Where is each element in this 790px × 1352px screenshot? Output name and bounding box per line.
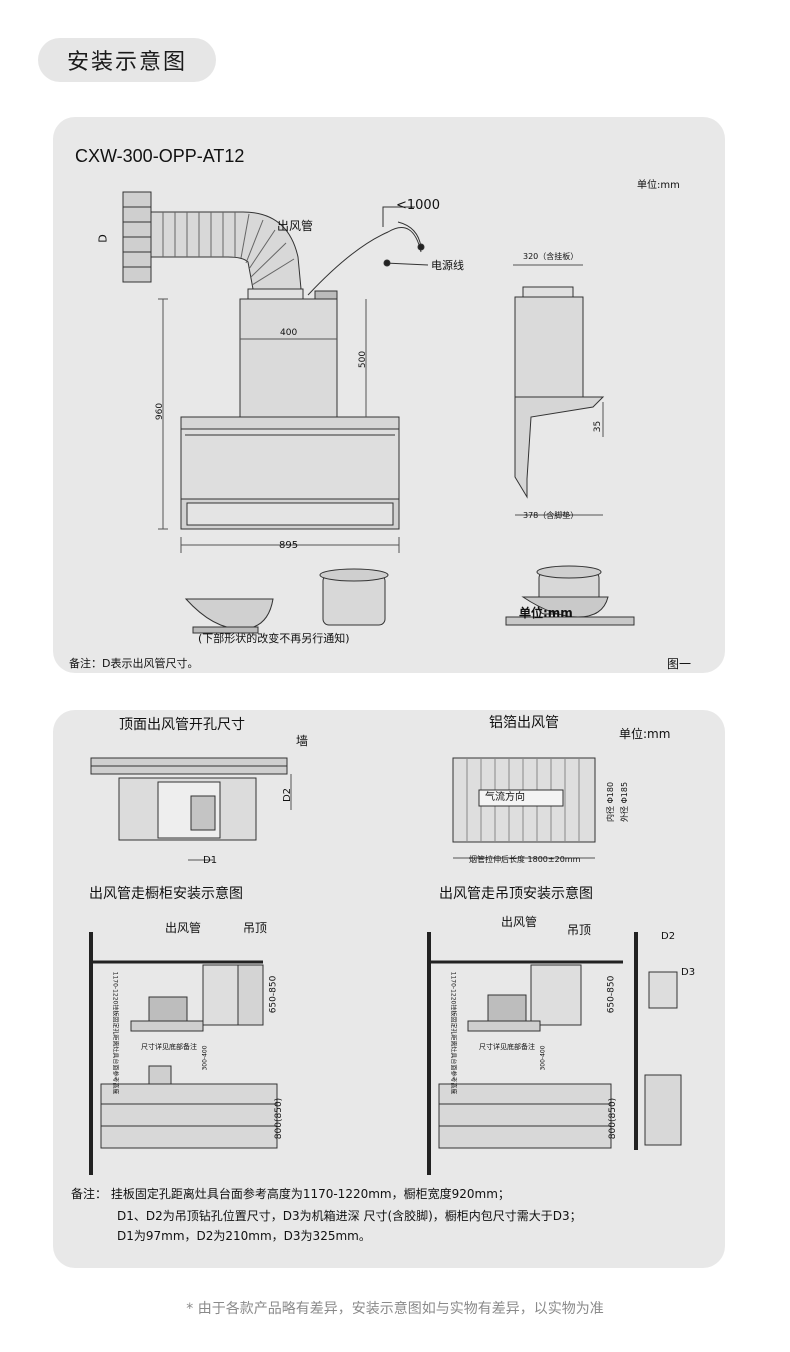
shape-notice: (下部形状的改变不再另行通知) [198,632,350,645]
cabinet-route-title: 出风管走橱柜安装示意图 [89,886,243,902]
dim-1170-left: 1170-1220挂板固定孔距离灶具台面参考高度 [111,971,119,1095]
hood-dimension-drawing [122,191,635,634]
dim-300-400-right: 300-400 [539,1045,547,1071]
d-label: D [96,234,110,243]
top-opening-title: 顶面出风管开孔尺寸 [119,717,245,733]
power-cable-label: 电源线 [431,259,464,272]
dim-500: 500 [358,350,369,369]
d2-ceiling-label: D2 [661,931,676,942]
dim-35: 35 [593,420,604,433]
size-note-left: 尺寸详见底部备注 [141,1043,197,1051]
dim-650-850-left: 650-850 [268,975,279,1014]
note-line-1: 备注： 挂板固定孔距离灶具台面参考高度为1170-1220mm，橱柜宽度920m… [71,1187,510,1201]
dim-800-right: 800(850) [608,1097,619,1140]
ceiling-label-left: 吊顶 [243,921,268,935]
angle-label: <1000 [396,198,440,213]
dim-400: 400 [280,328,298,338]
duct-label: 出风管 [277,219,314,233]
dim-650-850-right: 650-850 [606,975,617,1014]
airflow-label: 气流方向 [485,792,525,803]
figure-label: 图一 [667,657,692,671]
unit-overlap-label: 单位:mm [519,606,573,620]
foil-duct-title: 铝箔出风管 [489,715,559,731]
ceiling-route-title: 出风管走吊顶安装示意图 [439,886,593,902]
unit-label-2: 单位:mm [619,727,671,741]
dim-800-left: 800(850) [274,1097,285,1140]
section-title: 安装示意图 [38,38,216,82]
outer-diameter: 外径 Φ185 [620,781,630,823]
dim-895: 895 [279,540,299,551]
note-line-3: D1为97mm，D2为210mm，D3为325mm。 [117,1229,371,1243]
installation-diagram-panel: CXW-300-OPP-AT12 单位:mm D 出风管 <1000 电源线 4… [53,117,725,673]
d2-label: D2 [282,787,294,803]
disclaimer: * 由于各款产品略有差异，安装示意图如与实物有差异，以实物为准 [186,1301,604,1317]
model-number: CXW-300-OPP-AT12 [75,146,245,166]
dim-300-400-left: 300-400 [201,1045,209,1071]
duct-label-left: 出风管 [165,921,202,935]
ceiling-label-right: 吊顶 [567,923,592,937]
wall-label: 墙 [296,734,309,748]
inner-diameter: 内径 Φ180 [606,781,616,823]
duct-routing-drawing [89,757,682,1175]
note-line-2: D1、D2为吊顶钻孔位置尺寸，D3为机箱进深 尺寸(含胶脚)，橱柜内包尺寸需大于… [117,1209,582,1223]
size-note-right: 尺寸详见底部备注 [479,1043,535,1051]
duct-installation-panel: 顶面出风管开孔尺寸 墙 D2 D1 铝箔出风管 单位:mm 气流方向 内径 Φ1… [53,710,725,1268]
unit-label: 单位:mm [637,180,680,191]
d1-label: D1 [203,855,218,866]
dim-320: 320（含挂板） [523,252,579,261]
dim-1170-right: 1170-1220挂板固定孔距离灶具台面参考高度 [449,971,457,1095]
duct-label-right: 出风管 [501,915,538,929]
stretch-length: 烟管拉伸后长度 1800±20mm [469,855,581,864]
dim-960: 960 [155,402,166,421]
d3-label: D3 [681,967,696,978]
dim-378: 378（含脚垫） [523,511,579,520]
fig1-note: 备注：D表示出风管尺寸。 [69,657,199,670]
